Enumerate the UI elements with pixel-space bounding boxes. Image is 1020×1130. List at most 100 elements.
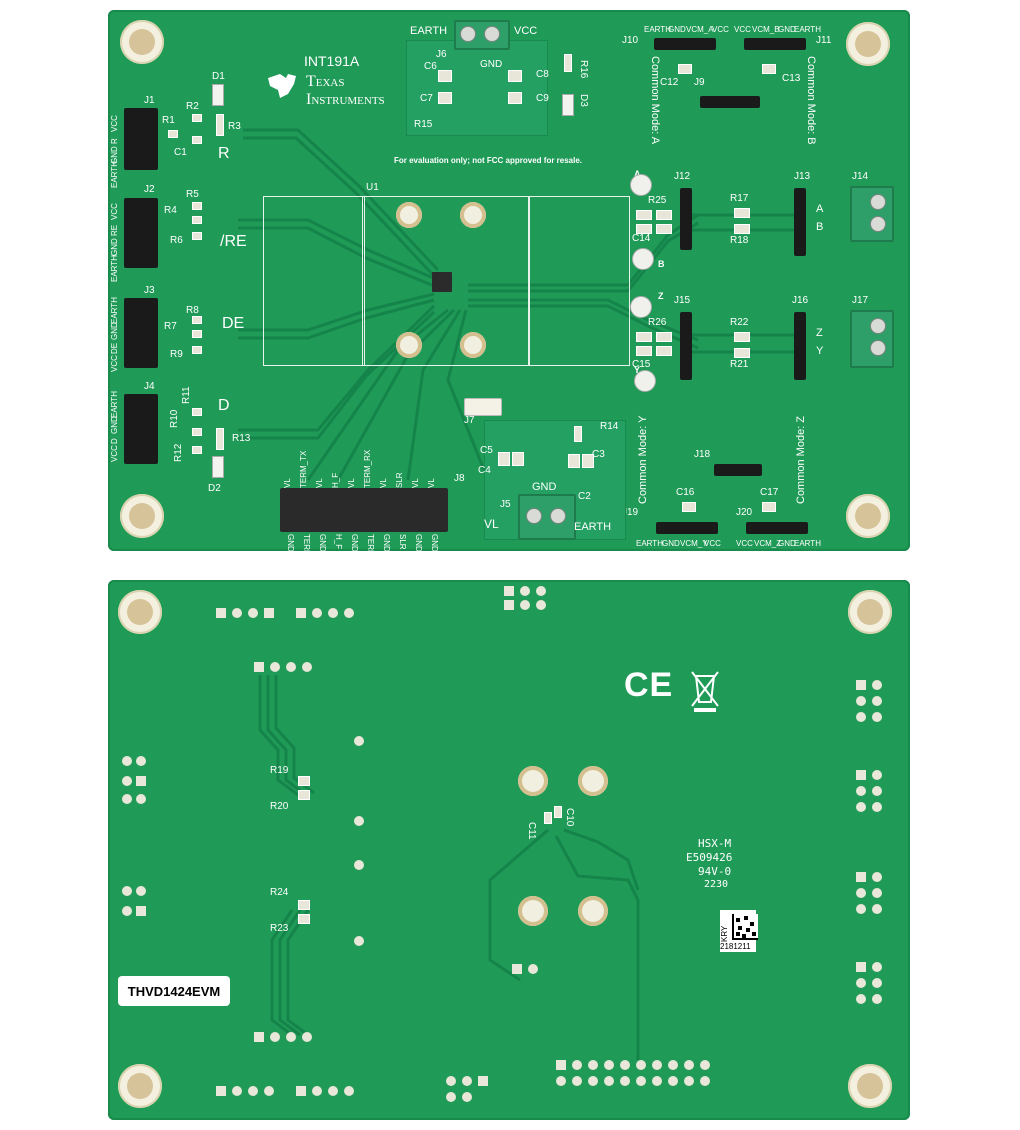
pin-label: GND: [350, 534, 359, 552]
smd-part: [656, 332, 672, 342]
smd-part: [192, 346, 202, 354]
common-mode-b: Common Mode: B: [805, 56, 817, 145]
terminal-block-j17[interactable]: [850, 310, 894, 368]
pad: [264, 608, 274, 618]
smd-part: [192, 232, 202, 240]
pad: [232, 1086, 242, 1096]
mounting-hole: [848, 1064, 892, 1108]
pin-label: EARTH: [636, 539, 663, 548]
pin-label: EARTH: [110, 255, 119, 282]
mounting-hole: [120, 494, 164, 538]
header-ref: J4: [144, 381, 155, 392]
pad: [248, 608, 258, 618]
terminal-block-j14[interactable]: [850, 186, 894, 242]
ul-mark: 94V-0: [698, 865, 732, 878]
header-ref: J17: [852, 295, 869, 306]
power-ref: J6: [436, 49, 447, 60]
ref-label: R26: [648, 317, 667, 328]
pad: [520, 600, 530, 610]
pad: [536, 600, 546, 610]
smd-part: [438, 70, 452, 82]
power-vcc: VCC: [514, 25, 538, 37]
screw-terminal[interactable]: [550, 508, 566, 524]
header-j2[interactable]: [124, 198, 158, 268]
pad: [856, 962, 866, 972]
header-ref: J9: [694, 77, 705, 88]
plated-pad: [578, 766, 608, 796]
pad: [856, 802, 866, 812]
screw-terminal[interactable]: [460, 26, 476, 42]
pin-label: GND: [110, 238, 119, 256]
header-j12[interactable]: [680, 188, 692, 250]
pin-label: VL: [347, 478, 356, 488]
header-j3[interactable]: [124, 298, 158, 368]
ref-label: R1: [162, 115, 175, 126]
header-j13[interactable]: [794, 188, 806, 256]
screw-terminal[interactable]: [526, 508, 542, 524]
ref-label: C14: [632, 233, 651, 244]
mounting-hole: [846, 494, 890, 538]
header-ref: J1: [144, 95, 155, 106]
pin-label: GND: [414, 534, 423, 552]
pad: [328, 1086, 338, 1096]
brand-line2: Instruments: [306, 91, 385, 108]
u1-outline: [263, 196, 365, 366]
screw-terminal[interactable]: [870, 194, 886, 210]
header-j4[interactable]: [124, 394, 158, 464]
common-mode-z: Common Mode: Z: [795, 415, 807, 504]
jumper-j7[interactable]: [464, 398, 502, 416]
pin-label: GND: [662, 539, 680, 548]
header-j19[interactable]: [656, 522, 718, 534]
smd-part: [636, 332, 652, 342]
ce-mark: CE: [624, 666, 674, 704]
test-point[interactable]: [630, 296, 652, 318]
plated-pad: [578, 896, 608, 926]
smd-part: [168, 130, 178, 138]
pad: [136, 886, 146, 896]
smd-part: [656, 224, 672, 234]
hsx-mark: HSX-M: [698, 837, 732, 850]
vl-gnd: GND: [532, 481, 557, 493]
screw-terminal[interactable]: [870, 318, 886, 334]
ref-label: R20: [270, 801, 289, 812]
smd-part: [582, 454, 594, 468]
header-j18[interactable]: [714, 464, 762, 476]
part-code: INT191A: [304, 53, 360, 69]
header-j11[interactable]: [744, 38, 806, 50]
header-j20[interactable]: [746, 522, 808, 534]
screw-terminal[interactable]: [870, 340, 886, 356]
pad: [872, 696, 882, 706]
header-j10[interactable]: [654, 38, 716, 50]
header-j15[interactable]: [680, 312, 692, 380]
pad: [528, 964, 538, 974]
pin-label: GND: [778, 539, 796, 548]
header-j16[interactable]: [794, 312, 806, 380]
terminal-block-j6[interactable]: [454, 20, 510, 50]
smd-part: [192, 216, 202, 224]
smd-part: [298, 900, 310, 910]
pad: [216, 1086, 226, 1096]
pad: [328, 608, 338, 618]
screw-terminal[interactable]: [484, 26, 500, 42]
test-point[interactable]: [634, 370, 656, 392]
ref-label: C2: [578, 491, 591, 502]
screw-terminal[interactable]: [870, 216, 886, 232]
mounting-hole: [118, 590, 162, 634]
header-j8[interactable]: [280, 488, 448, 532]
plated-pad: [460, 332, 486, 358]
smd-part: [192, 446, 202, 454]
header-j9[interactable]: [700, 96, 760, 108]
pad: [872, 888, 882, 898]
smd-part: [192, 408, 202, 416]
header-j1[interactable]: [124, 108, 158, 170]
pad: [232, 608, 242, 618]
ref-label: R2: [186, 101, 199, 112]
pad: [354, 816, 364, 826]
test-point[interactable]: [630, 174, 652, 196]
ref-label: C12: [660, 77, 679, 88]
plated-pad: [396, 332, 422, 358]
pin-label: VCC: [704, 539, 721, 548]
test-point[interactable]: [632, 248, 654, 270]
pad: [872, 904, 882, 914]
pin-label: GND: [110, 322, 119, 340]
